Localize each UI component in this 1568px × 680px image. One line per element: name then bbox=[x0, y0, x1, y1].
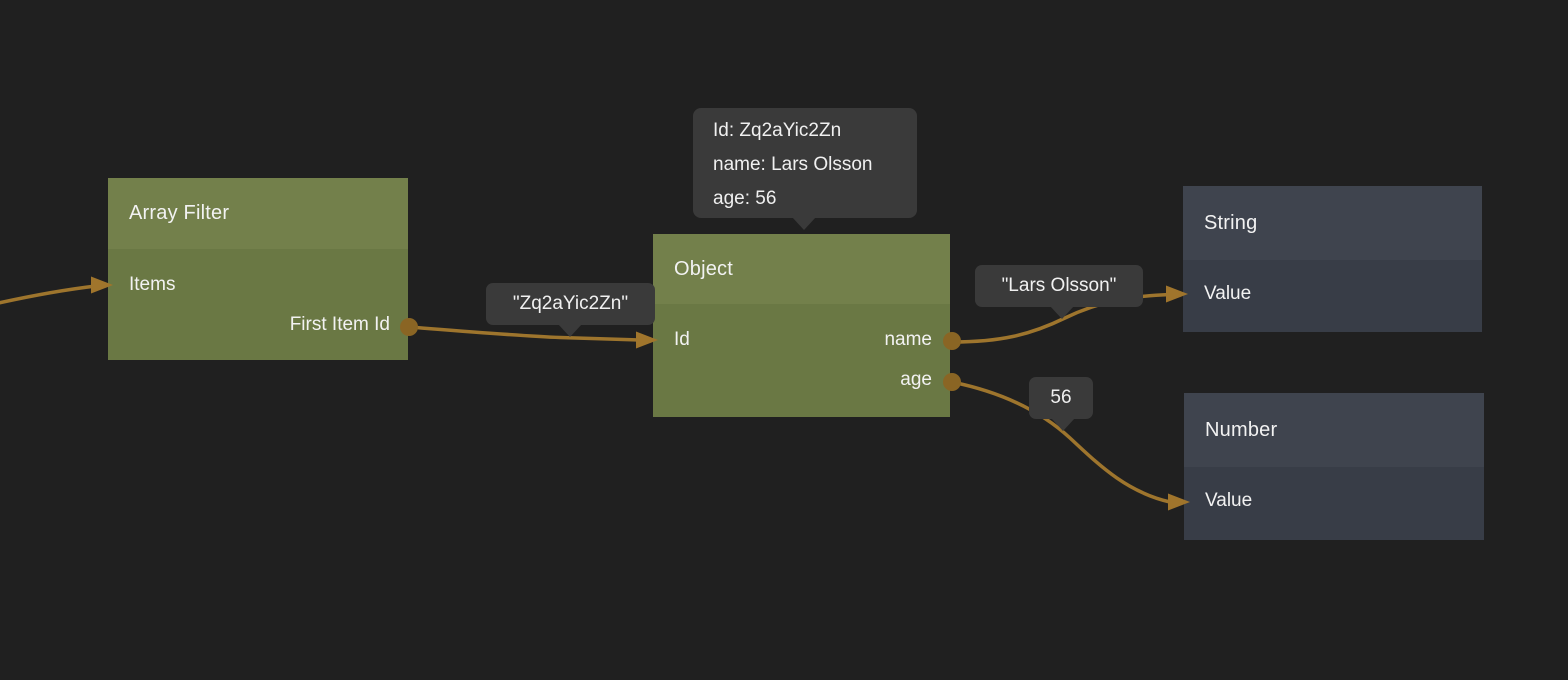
tooltip-caret bbox=[792, 217, 816, 230]
wire-value-text: "Lars Olsson" bbox=[1001, 275, 1117, 296]
node-body: Id name age bbox=[653, 304, 950, 417]
node-body: Value bbox=[1184, 467, 1484, 540]
port-row: Id name bbox=[653, 320, 950, 360]
node-body: Items First Item Id bbox=[108, 249, 408, 360]
port-row: Items bbox=[108, 265, 408, 305]
node-title: Number bbox=[1205, 418, 1278, 441]
node-array-filter[interactable]: Array Filter Items First Item Id bbox=[108, 178, 408, 360]
port-row: Value bbox=[1183, 274, 1482, 314]
wire-value-bubble-name: "Lars Olsson" bbox=[975, 265, 1143, 319]
output-label-first-item-id: First Item Id bbox=[289, 314, 390, 335]
tooltip-line-name: name: Lars Olsson bbox=[713, 154, 873, 175]
tooltip-object-preview: Id: Zq2aYic2Zn name: Lars Olsson age: 56 bbox=[693, 108, 917, 230]
bubble-caret bbox=[558, 324, 582, 337]
input-label-id: Id bbox=[674, 329, 690, 350]
node-header[interactable]: String bbox=[1183, 186, 1482, 260]
wire-value-bubble-age: 56 bbox=[1029, 377, 1093, 431]
input-label-items: Items bbox=[129, 274, 176, 295]
bubble-caret bbox=[1051, 418, 1075, 431]
port-row: First Item Id bbox=[108, 305, 408, 345]
node-header[interactable]: Number bbox=[1184, 393, 1484, 467]
port-row: age bbox=[653, 360, 950, 400]
wire-value-bubble-id: "Zq2aYic2Zn" bbox=[486, 283, 655, 337]
node-title: Array Filter bbox=[129, 202, 230, 224]
node-string[interactable]: String Value bbox=[1183, 186, 1482, 332]
node-title: Object bbox=[674, 257, 734, 280]
wire-value-text: 56 bbox=[1050, 387, 1072, 408]
wire-value-text: "Zq2aYic2Zn" bbox=[512, 293, 629, 314]
node-object[interactable]: Object Id name age bbox=[653, 234, 950, 417]
node-body: Value bbox=[1183, 260, 1482, 332]
node-header[interactable]: Array Filter bbox=[108, 178, 408, 249]
output-label-age: age bbox=[900, 369, 932, 390]
tooltip-line-id: Id: Zq2aYic2Zn bbox=[713, 120, 842, 141]
input-label-value: Value bbox=[1205, 490, 1253, 511]
input-label-value: Value bbox=[1204, 283, 1252, 304]
wire-first-item-id-to-id[interactable] bbox=[408, 325, 641, 342]
wire-into-items[interactable] bbox=[0, 284, 97, 305]
node-title: String bbox=[1204, 211, 1258, 234]
node-number[interactable]: Number Value bbox=[1184, 393, 1484, 540]
node-header[interactable]: Object bbox=[653, 234, 950, 304]
output-label-name: name bbox=[884, 329, 932, 350]
tooltip-line-age: age: 56 bbox=[713, 188, 777, 209]
bubble-caret bbox=[1050, 306, 1074, 319]
port-row: Value bbox=[1184, 481, 1484, 521]
